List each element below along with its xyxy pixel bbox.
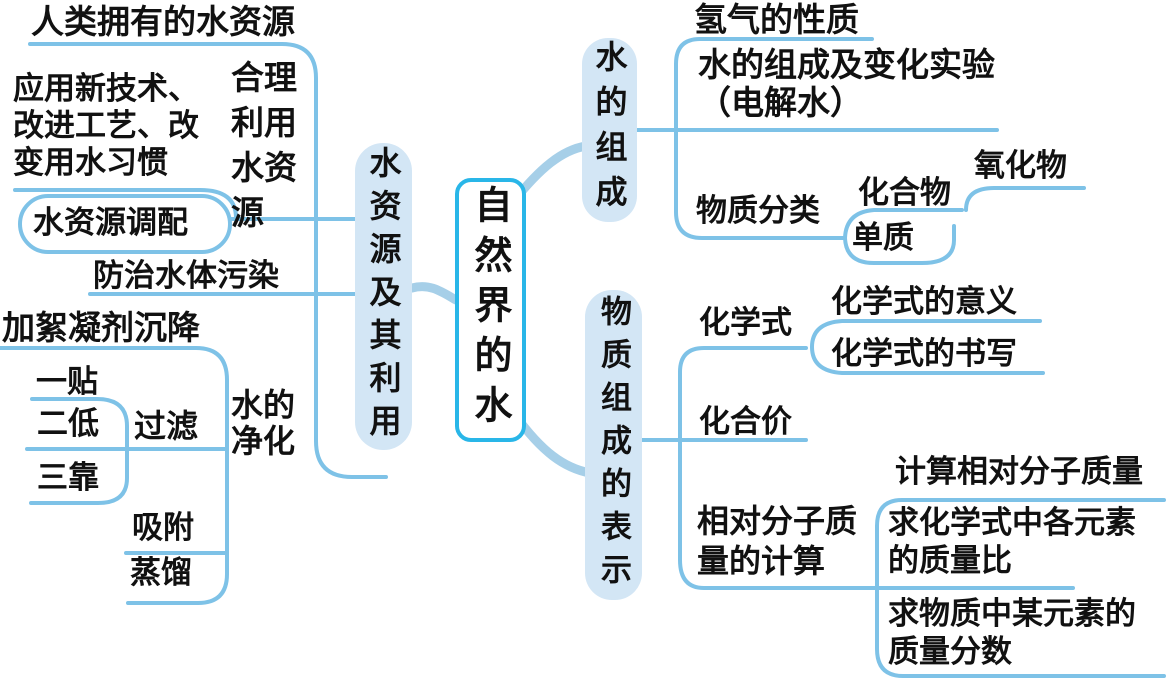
line-purify-trunk xyxy=(0,346,229,605)
line-oxide xyxy=(964,186,1086,212)
link-water-use-to-center xyxy=(407,282,461,305)
label-new-technology: 应用新技术、 改进工艺、改 变用水习惯 xyxy=(13,71,199,181)
label-mass-fraction: 求物质中某元素的 质量分数 xyxy=(888,596,1136,670)
label-human-water-resources: 人类拥有的水资源 xyxy=(31,2,295,41)
label-pollution-prevention: 防治水体污染 xyxy=(93,258,279,294)
line-formula-children-bracket xyxy=(809,319,1045,375)
node-matter-representation: 物质组成的表示 xyxy=(585,290,642,600)
label-water-allocation: 水资源调配 xyxy=(33,205,188,241)
node-matter-representation-label: 物质组成的表示 xyxy=(595,294,631,596)
label-filter-tip-3: 三靠 xyxy=(37,460,99,496)
node-root-label: 自然界的水 xyxy=(468,185,512,435)
label-distillation: 蒸馏 xyxy=(130,555,192,591)
line-compound xyxy=(843,208,964,240)
node-water-composition: 水的组成 xyxy=(582,38,637,222)
label-valence: 化合价 xyxy=(699,404,792,440)
label-rational-use: 合理 利用 水资 源 xyxy=(231,58,297,232)
label-oxide: 氧化物 xyxy=(974,148,1067,184)
line-composition-trunk xyxy=(674,37,874,240)
label-water-purification: 水的 净化 xyxy=(231,386,296,460)
label-rmm-calculation: 相对分子质 量的计算 xyxy=(697,502,858,580)
label-formula-writing: 化学式的书写 xyxy=(831,336,1017,372)
label-electrolysis-experiment: 水的组成及变化实验 （电解水） xyxy=(698,45,995,122)
label-filter-tip-1: 一贴 xyxy=(36,364,98,400)
node-water-resources-label: 水资源及其利用 xyxy=(364,146,403,447)
link-center-to-representation xyxy=(510,410,595,478)
label-matter-classification: 物质分类 xyxy=(696,193,820,229)
label-element: 单质 xyxy=(852,220,914,256)
branch-lines xyxy=(0,37,1166,678)
line-representation-trunk xyxy=(678,346,1075,590)
label-hydrogen-properties: 氢气的性质 xyxy=(694,0,859,39)
label-chemical-formula: 化学式 xyxy=(699,305,792,341)
line-left-trunk xyxy=(28,42,388,479)
label-formula-meaning: 化学式的意义 xyxy=(831,284,1017,320)
node-water-composition-label: 水的组成 xyxy=(590,40,629,220)
node-water-resources: 水资源及其利用 xyxy=(355,143,412,450)
label-compound: 化合物 xyxy=(858,175,951,211)
label-adsorption: 吸附 xyxy=(132,510,194,546)
line-element xyxy=(843,224,956,265)
allocation-pill-shape xyxy=(18,194,232,254)
label-filtration: 过滤 xyxy=(134,407,199,445)
line-rmm-children-bracket xyxy=(875,498,1166,678)
line-new-tech xyxy=(13,188,238,220)
node-root: 自然界的水 xyxy=(455,178,526,442)
label-filter-tip-2: 二低 xyxy=(37,406,99,442)
label-calc-rmm: 计算相对分子质量 xyxy=(895,454,1143,490)
line-filter-tips-bracket xyxy=(29,397,129,505)
label-flocculant-settling: 加絮凝剂沉降 xyxy=(2,308,200,347)
label-mass-ratio: 求化学式中各元素 的质量比 xyxy=(888,505,1136,579)
